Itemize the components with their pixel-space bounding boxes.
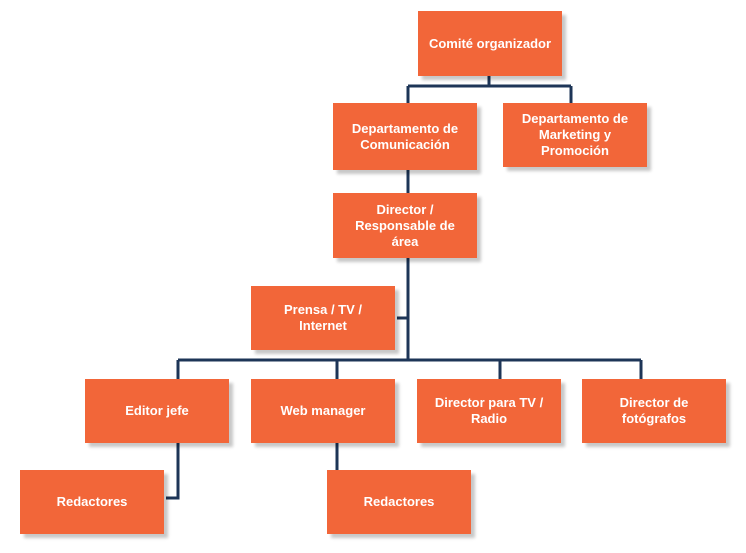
node-label: Comité organizador — [428, 35, 552, 51]
node-redactores-web: Redactores — [327, 470, 471, 534]
node-redactores-editor: Redactores — [20, 470, 164, 534]
node-comite-organizador: Comité organizador — [418, 11, 562, 76]
node-label: Departamento de Marketing y Promoción — [521, 111, 629, 158]
node-label: Editor jefe — [125, 403, 189, 418]
node-departamento-comunicacion: Departamento de Comunicación — [333, 103, 477, 170]
node-label: Redactores — [363, 494, 435, 509]
node-label: Prensa / TV / Internet — [283, 302, 363, 333]
node-director-fotografos: Director de fotógrafos — [582, 379, 726, 443]
node-label: Departamento de Comunicación — [351, 120, 459, 152]
node-label: Redactores — [56, 494, 128, 509]
node-label: Web manager — [280, 403, 366, 418]
connector-spine-to-bottom-row — [176, 358, 643, 379]
connector-comite-to-departments — [406, 76, 573, 103]
node-label: Director de fotógrafos — [619, 395, 689, 426]
node-director-responsable-area: Director / Responsable de área — [333, 193, 477, 258]
node-web-manager: Web manager — [251, 379, 395, 443]
connector-editor-to-redactores — [166, 443, 180, 500]
node-director-tv-radio: Director para TV / Radio — [417, 379, 561, 443]
node-label: Director para TV / Radio — [434, 395, 544, 426]
node-label: Director / Responsable de área — [355, 201, 455, 249]
node-editor-jefe: Editor jefe — [85, 379, 229, 443]
node-prensa-tv-internet: Prensa / TV / Internet — [251, 286, 395, 350]
node-departamento-marketing: Departamento de Marketing y Promoción — [503, 103, 647, 167]
